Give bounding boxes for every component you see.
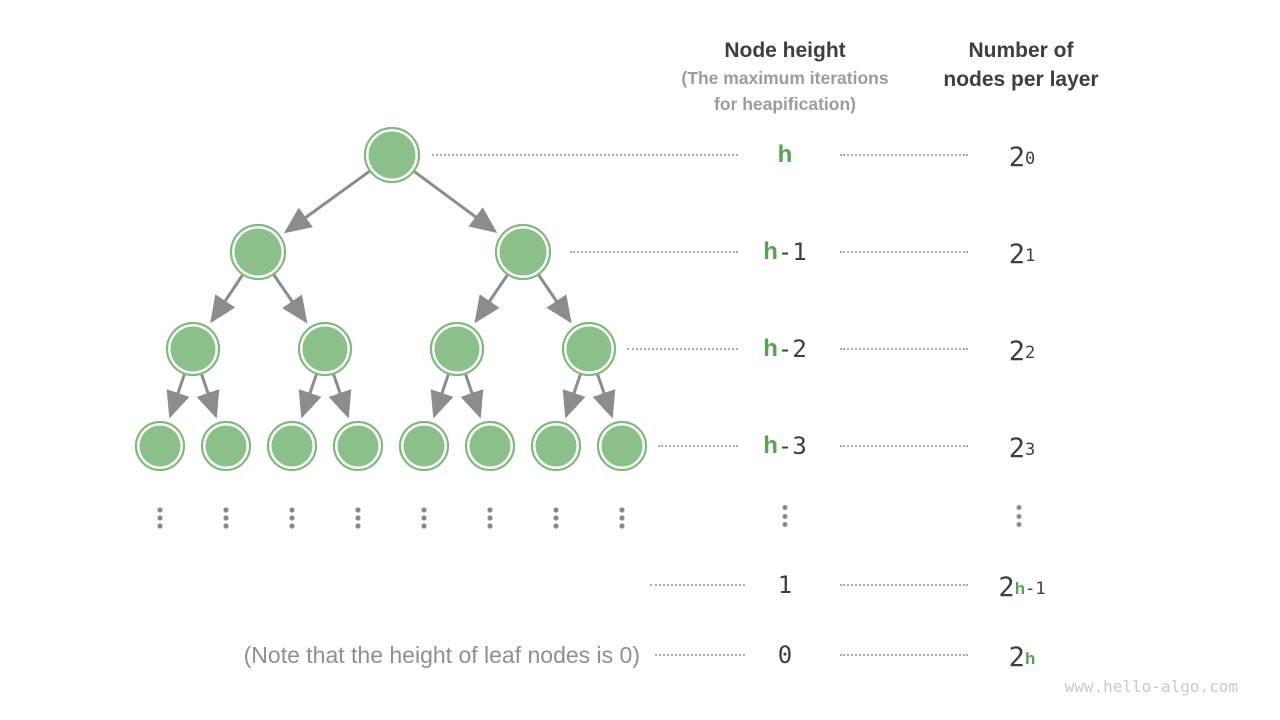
height-label: h-3 [763,432,807,460]
dotted-connector [570,251,738,253]
dotted-connector [840,584,968,586]
node-height-title: Node height [724,39,846,62]
binary-tree-graphic [134,126,648,529]
height-label: h-1 [763,238,807,266]
nodes-per-layer-line2: nodes per layer [943,68,1099,91]
height-label: 0 [777,641,793,669]
height-label: h-2 [763,335,807,363]
nodes-per-layer-line1: Number of [968,39,1074,62]
dotted-connector [840,348,968,350]
node-height-subtitle-line2: for heapification) [714,94,856,114]
height-label: 1 [777,571,793,599]
dotted-connector [658,445,738,447]
leaf-height-note: (Note that the height of leaf nodes is 0… [243,642,640,668]
dotted-connector [655,654,745,656]
vertical-ellipsis [1016,505,1022,527]
vertical-ellipsis [782,505,788,527]
dotted-connector [432,154,738,156]
column-header-nodes-per-layer: Number of nodes per layer [911,36,1131,94]
watermark-text: www.hello-algo.com [1064,677,1238,696]
dotted-connector [840,154,968,156]
dotted-connector [627,348,738,350]
dotted-connector [650,584,745,586]
dotted-connector [840,251,968,253]
height-label: h [777,141,793,168]
dotted-connector [840,445,968,447]
dotted-connector [840,654,968,656]
column-header-node-height: Node height (The maximum iterations for … [625,36,945,117]
node-height-subtitle-line1: (The maximum iterations [681,68,889,88]
